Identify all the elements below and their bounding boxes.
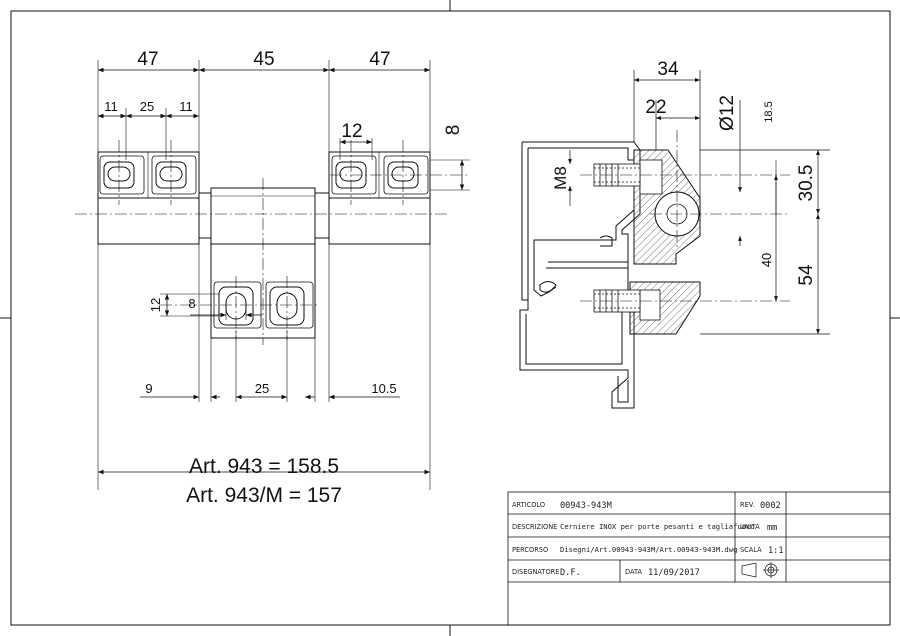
dim-leaf-slot-width: 8 bbox=[188, 296, 195, 311]
left-knuckle bbox=[198, 192, 212, 239]
dim-bottom-center: 25 bbox=[255, 381, 269, 396]
article-line-2: Art. 943/M = 157 bbox=[186, 484, 342, 507]
front-view bbox=[75, 60, 470, 490]
data-value: 11/09/2017 bbox=[648, 568, 700, 578]
descrizione-value: Cerniere INOX per porte pesanti e taglia… bbox=[560, 522, 755, 531]
left-wing bbox=[97, 151, 200, 245]
dim-wing-height: 12 bbox=[341, 121, 362, 142]
unita-label: UNITA bbox=[740, 523, 760, 531]
dim-width-outer: 34 bbox=[657, 59, 679, 80]
dim-height-mid: 30.5 bbox=[796, 165, 817, 202]
scala-value: 1:1 bbox=[768, 546, 784, 556]
article-line-1: Art. 943 = 158.5 bbox=[189, 455, 339, 478]
articolo-label: ARTICOLO bbox=[512, 501, 545, 509]
dim-pin-diameter: Ø12 bbox=[717, 95, 738, 131]
descrizione-label: DESCRIZIONE bbox=[512, 523, 557, 531]
dim-screw-thread: M8 bbox=[551, 166, 570, 190]
dim-sub-left-c: 11 bbox=[179, 99, 193, 114]
disegnatore-value: D.F. bbox=[560, 568, 581, 578]
front-center-lines bbox=[75, 140, 470, 345]
percorso-label: PERCORSO bbox=[512, 546, 548, 554]
dim-height-bottom: 54 bbox=[796, 264, 817, 286]
articolo-value: 00943-943M bbox=[560, 501, 612, 511]
dim-width-inner: 22 bbox=[645, 97, 666, 118]
dim-sub-left-b: 25 bbox=[140, 99, 154, 114]
right-wing bbox=[328, 151, 431, 245]
percorso-value: Disegni/Art.00943-943M/Art.00943-943M.dw… bbox=[560, 545, 737, 554]
section-dimension-texts: 34 22 Ø12 18.5 M8 30.5 40 54 bbox=[551, 59, 817, 286]
door-frame-profile bbox=[519, 141, 641, 409]
section-dimension-lines bbox=[568, 70, 830, 335]
dim-top-left: 47 bbox=[137, 49, 158, 70]
dim-leaf-slot-height: 12 bbox=[148, 298, 163, 312]
dim-offset-top: 18.5 bbox=[763, 101, 775, 122]
front-dimension-texts: 47 45 47 11 25 11 12 8 12 8 9 25 10.5 Ar… bbox=[104, 49, 464, 507]
right-knuckle bbox=[314, 192, 330, 239]
disegnatore-label: DISEGNATORE bbox=[512, 568, 559, 576]
section-view bbox=[519, 70, 830, 409]
scala-label: SCALA bbox=[740, 546, 762, 554]
rev-value: 0002 bbox=[760, 501, 781, 511]
dim-top-center: 45 bbox=[253, 49, 274, 70]
unita-value: mm bbox=[767, 523, 777, 533]
title-block: ARTICOLO 00943-943M REV. 0002 DESCRIZION… bbox=[507, 491, 891, 626]
data-label: DATA bbox=[625, 568, 642, 576]
dim-bottom-right: 10.5 bbox=[371, 381, 396, 396]
dim-bottom-left: 9 bbox=[145, 381, 152, 396]
dim-spacing-small: 40 bbox=[759, 253, 774, 267]
projection-symbol-icon bbox=[741, 562, 779, 578]
dim-sub-left-a: 11 bbox=[104, 99, 118, 114]
rev-label: REV. bbox=[740, 501, 755, 509]
dim-slot-height: 8 bbox=[443, 125, 464, 136]
dim-top-right: 47 bbox=[369, 49, 390, 70]
hinge-body-section bbox=[629, 149, 701, 335]
section-center-lines bbox=[580, 130, 790, 302]
front-dimension-lines bbox=[98, 67, 465, 475]
